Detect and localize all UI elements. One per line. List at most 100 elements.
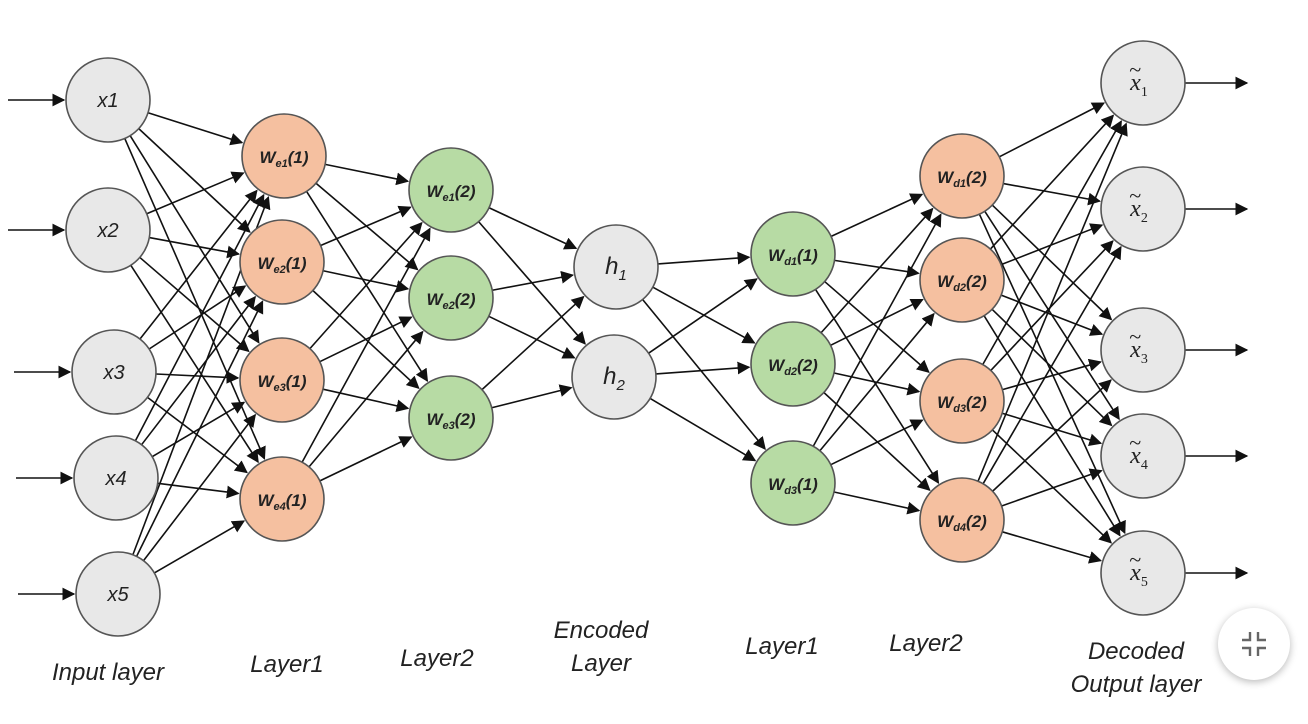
node-enc1-1-label: We1(1) (259, 148, 308, 170)
label-decoder-layer2: Layer2 (889, 630, 962, 657)
node-enc2-1: We1(2) (408, 147, 494, 233)
edge-input-2-to-enc1-2 (149, 236, 240, 259)
node-input-2-label: x2 (96, 220, 118, 242)
node-dec2-1-label: Wd1(2) (937, 168, 987, 190)
node-input-5-label: x5 (106, 584, 129, 606)
edge-input-5-to-enc1-3 (142, 413, 257, 562)
edge-dec2-4-to-output-5 (1002, 531, 1103, 564)
node-dec2-1-circle (919, 133, 1005, 219)
edge-enc1-2-to-enc2-2 (322, 269, 410, 293)
edge-code-2-to-dec1-1 (648, 278, 758, 354)
node-enc1-2-label: We2(1) (257, 254, 306, 276)
node-dec2-1: Wd1(2) (919, 133, 1005, 219)
node-output-2-circle (1100, 166, 1186, 252)
edge-input-2-to-enc1-4 (130, 264, 259, 464)
edge-dec2-3-to-output-3 (1002, 358, 1102, 391)
edge-enc2-2-to-code-1 (492, 270, 575, 292)
node-output-4-label: x4 (1129, 443, 1148, 473)
edge-dec1-1-to-dec2-2 (834, 259, 920, 278)
node-enc2-1-circle (408, 147, 494, 233)
label-encoder-layer2: Layer2 (400, 645, 473, 672)
node-input-4-circle (73, 435, 159, 521)
label-encoded-line1: Encoded (554, 617, 649, 644)
node-code-1-circle (573, 224, 659, 310)
edge-dec1-3-to-dec2-1 (812, 213, 942, 447)
edge-dec2-4-to-output-1 (977, 122, 1128, 482)
node-enc1-3-circle (239, 337, 325, 423)
node-output-4: ~x4 (1100, 413, 1186, 499)
edge-dec2-3-to-output-2 (990, 240, 1114, 371)
edge-input-1-to-enc1-2 (138, 128, 251, 233)
edge-dec1-2-to-dec2-1 (820, 207, 934, 334)
edge-dec2-3-to-output-1 (982, 120, 1122, 365)
edge-enc1-1-to-enc2-1 (324, 163, 410, 186)
node-input-4: x4 (73, 435, 159, 521)
layer-labels: Input layer Layer1 Layer2 Encoded Layer … (52, 617, 1202, 698)
node-enc1-1-circle (241, 113, 327, 199)
node-output-5-label: x5 (1129, 560, 1148, 590)
edge-code-2-to-dec1-2 (655, 361, 751, 375)
node-output-2: ~x2 (1100, 166, 1186, 252)
node-enc2-2-label: We2(2) (426, 290, 475, 312)
node-dec1-3-label: Wd3(1) (768, 475, 818, 497)
node-output-1-label: x1 (1129, 70, 1148, 100)
node-output-2-label: x2 (1129, 196, 1148, 226)
edge-input-4-to-enc1-1 (134, 193, 265, 442)
edge-input-3-to-enc1-1 (139, 189, 258, 340)
edge-input-2-to-enc1-1 (146, 171, 245, 215)
exit-fullscreen-button[interactable] (1218, 608, 1290, 680)
node-output-4-tilde: ~ (1129, 430, 1141, 455)
node-dec2-2-label: Wd2(2) (937, 272, 987, 294)
exit-fullscreen-icon (1242, 632, 1266, 656)
edge-enc2-3-to-code-1 (481, 295, 585, 391)
node-enc2-2: We2(2) (408, 255, 494, 341)
edge-dec2-3-to-output-5 (991, 429, 1113, 544)
edge-input-4-to-enc1-2 (140, 295, 256, 446)
node-input-3: x3 (71, 329, 157, 415)
edge-enc1-4-to-enc2-2 (308, 330, 424, 468)
node-enc2-1-label: We1(2) (426, 182, 475, 204)
edge-input-4-to-enc1-3 (151, 401, 246, 458)
edge-dec2-1-to-output-2 (1003, 182, 1101, 206)
node-output-5-tilde: ~ (1129, 547, 1141, 572)
edge-input-2-to-enc1-3 (139, 256, 250, 353)
edge-dec2-1-to-output-3 (991, 204, 1113, 321)
node-output-3: ~x3 (1100, 307, 1186, 393)
node-output-4-circle (1100, 413, 1186, 499)
node-enc2-2-circle (408, 255, 494, 341)
node-dec2-2: Wd2(2) (919, 237, 1005, 323)
edge-enc1-4-to-enc2-3 (319, 436, 413, 482)
node-input-2: x2 (65, 187, 151, 273)
node-dec1-2: Wd2(2) (750, 321, 836, 407)
edge-enc2-3-to-code-2 (491, 384, 573, 409)
node-output-2-tilde: ~ (1129, 183, 1141, 208)
node-dec1-1: Wd1(1) (750, 211, 836, 297)
edge-input-5-to-enc1-4 (153, 520, 246, 574)
label-decoded-line2: Output layer (1071, 671, 1203, 698)
edge-enc2-2-to-code-2 (488, 315, 576, 359)
node-code-1: h1 (573, 224, 659, 310)
node-input-5-circle (75, 551, 161, 637)
edge-input-1-to-enc1-4 (124, 138, 266, 460)
edge-dec1-1-to-dec2-1 (830, 193, 924, 238)
node-code-2-label: h2 (603, 363, 625, 394)
node-input-1-label: x1 (96, 90, 118, 112)
edge-enc1-4-to-enc2-1 (301, 227, 431, 463)
edge-dec2-4-to-output-4 (1001, 468, 1103, 507)
node-output-3-tilde: ~ (1129, 324, 1141, 349)
node-dec1-1-circle (750, 211, 836, 297)
label-encoder-layer1: Layer1 (250, 651, 323, 678)
edge-enc1-2-to-enc2-1 (320, 205, 412, 247)
node-input-3-label: x3 (102, 362, 124, 384)
node-input-1-circle (65, 57, 151, 143)
node-dec2-3-circle (919, 358, 1005, 444)
node-enc1-4-circle (239, 456, 325, 542)
edge-dec2-4-to-output-2 (982, 245, 1122, 485)
node-output-5-circle (1100, 530, 1186, 616)
edge-dec1-3-to-dec2-2 (819, 312, 935, 452)
edge-input-3-to-enc1-2 (148, 285, 247, 350)
edge-enc2-1-to-code-1 (488, 207, 578, 250)
edge-enc1-3-to-enc2-1 (309, 221, 423, 350)
node-code-2: h2 (571, 334, 657, 420)
